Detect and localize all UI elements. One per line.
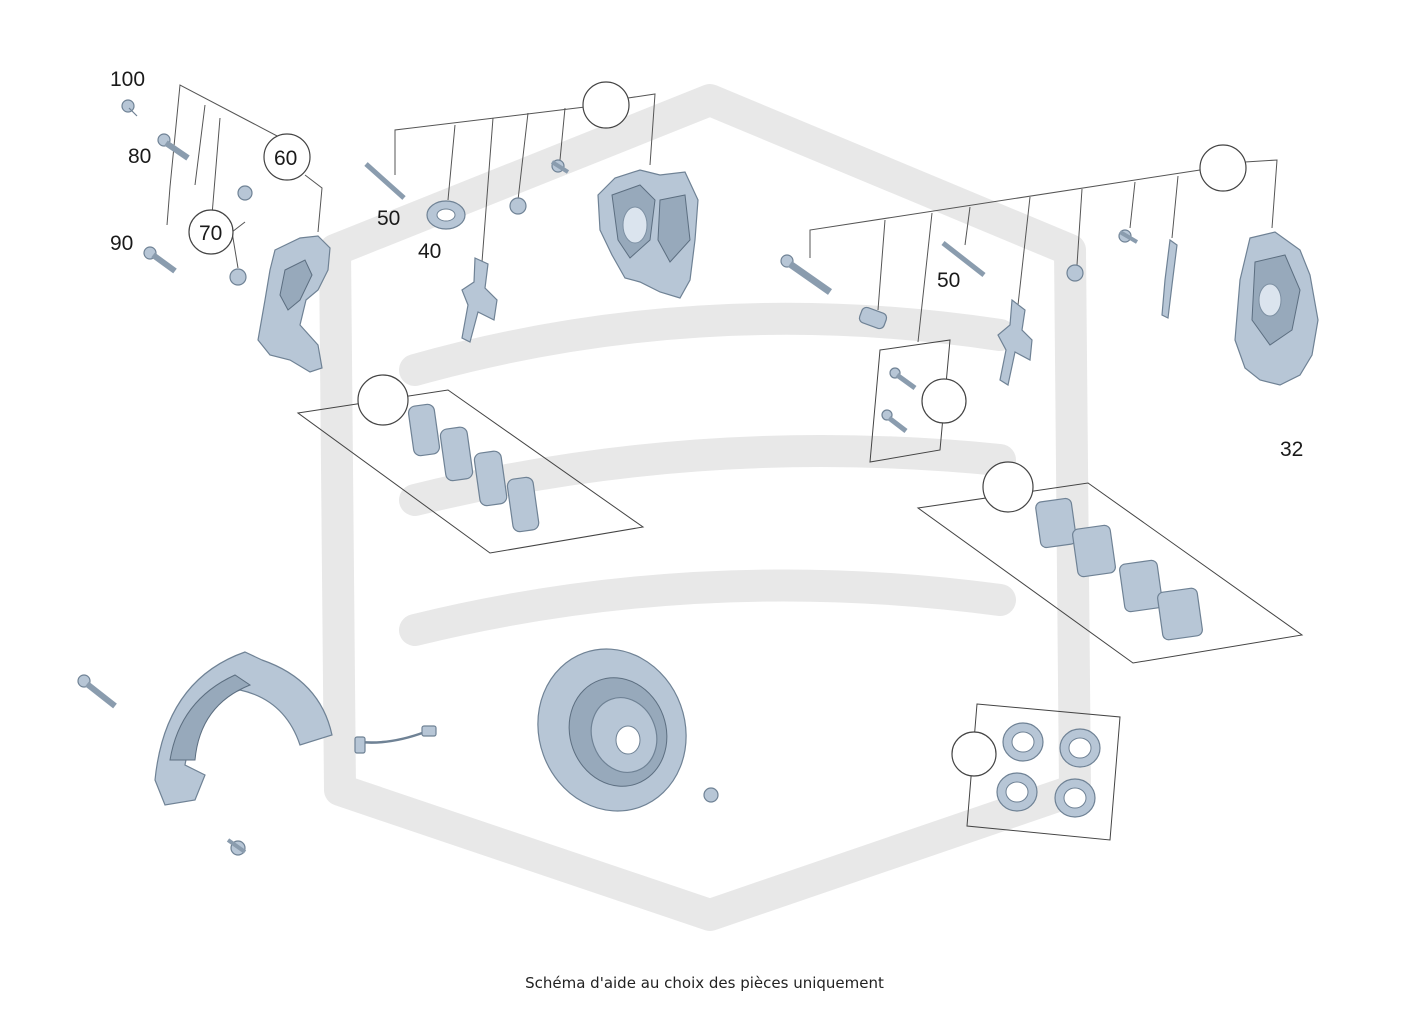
wear-sensor[interactable] (354, 725, 437, 754)
shield-bolt-top[interactable] (77, 674, 117, 709)
front-pad-3[interactable] (473, 450, 508, 507)
guide-pin-50-right[interactable] (941, 241, 986, 277)
front-pad-1[interactable] (407, 403, 441, 457)
rear-pad-4[interactable] (1157, 587, 1203, 641)
callout-small-tray[interactable] (921, 378, 967, 424)
nut-70-bottom[interactable] (229, 268, 247, 286)
bolt-100[interactable] (121, 99, 138, 117)
front-pads-group (296, 374, 645, 554)
shield-bolt-bottom[interactable] (226, 838, 247, 856)
diagram-caption: Schéma d'aide au choix des pièces unique… (525, 974, 884, 992)
label-40: 40 (418, 240, 441, 263)
caliper-bracket-group: 100 80 60 70 90 (110, 68, 331, 373)
seal-ring-3[interactable] (996, 772, 1038, 812)
dust-shield-group (77, 651, 333, 856)
rear-pads-group (916, 461, 1304, 664)
label-32: 32 (1280, 438, 1303, 461)
callout-top-right[interactable] (1199, 144, 1247, 192)
rear-pad-3[interactable] (1119, 559, 1163, 613)
label-80: 80 (128, 145, 151, 168)
rear-caliper-group: 50 32 (780, 144, 1319, 463)
label-60: 60 (274, 147, 297, 170)
guide-pin-50[interactable] (364, 162, 406, 200)
pad-clip-right[interactable] (997, 298, 1033, 386)
callout-rear-pads[interactable] (982, 461, 1034, 513)
bleeder-bolt[interactable] (509, 197, 527, 215)
pad-clip-left[interactable] (461, 257, 498, 343)
bolt-right-2[interactable] (858, 306, 888, 330)
front-caliper-group: 50 40 (364, 81, 699, 343)
label-50-left: 50 (377, 207, 400, 230)
bleeder-right[interactable] (1066, 264, 1084, 282)
label-90: 90 (110, 232, 133, 255)
seal-ring-2[interactable] (1059, 728, 1101, 768)
brake-disc[interactable] (515, 628, 708, 832)
seal-kit-tray (966, 703, 1121, 841)
seal-ring-4[interactable] (1054, 778, 1096, 818)
callout-60[interactable] (263, 133, 311, 181)
callout-70[interactable] (188, 209, 234, 255)
small-bolt-tray (869, 339, 951, 463)
bolt-90[interactable] (143, 246, 177, 274)
brake-disc-group (515, 628, 719, 832)
seal-ring-1[interactable] (1002, 722, 1044, 762)
spring-clip-right[interactable] (1161, 238, 1178, 319)
seal-kit-group (951, 703, 1121, 841)
tray-bolt-b[interactable] (881, 409, 908, 433)
rear-pad-1[interactable] (1035, 497, 1077, 549)
label-70: 70 (199, 222, 222, 245)
callout-top-center[interactable] (582, 81, 630, 129)
dust-boot-40[interactable] (426, 200, 466, 230)
front-pad-4[interactable] (506, 476, 540, 533)
tray-bolt-a[interactable] (889, 367, 917, 391)
screw-right[interactable] (1118, 229, 1139, 244)
callout-front-pads[interactable] (357, 374, 409, 426)
rear-pad-2[interactable] (1072, 524, 1116, 578)
bolt-80[interactable] (157, 133, 190, 161)
long-bolt-right[interactable] (780, 254, 833, 295)
nut-70-top[interactable] (237, 185, 253, 201)
bleeder-screw[interactable] (550, 159, 570, 174)
label-50-right: 50 (937, 269, 960, 292)
disc-screw[interactable] (703, 787, 719, 803)
callout-seal-kit[interactable] (951, 731, 997, 777)
front-pad-2[interactable] (439, 426, 474, 482)
label-100: 100 (110, 68, 145, 91)
